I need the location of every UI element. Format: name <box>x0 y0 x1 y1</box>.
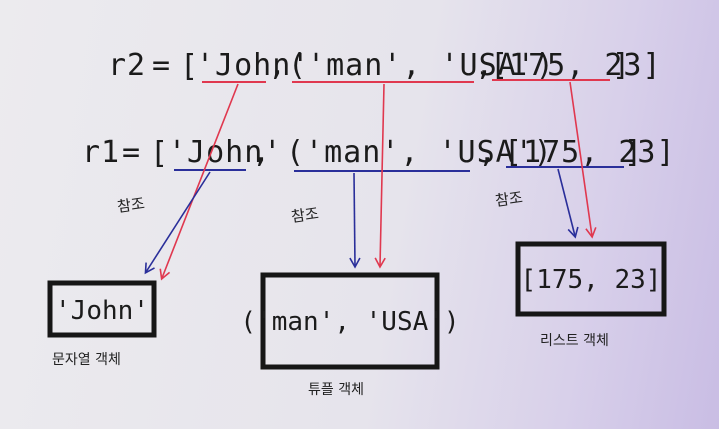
string-object-caption: 문자열 객체 <box>52 352 121 368</box>
tuple-object-caption: 튜플 객체 <box>308 382 364 398</box>
r1-name: r1 <box>82 135 120 170</box>
list-object-box <box>515 241 667 317</box>
string-object-value: 'John' <box>55 296 149 326</box>
r2-open-bracket: [ <box>180 49 199 84</box>
r1-arrow-to-string <box>144 171 211 275</box>
list-object-value: [175, 23] <box>521 265 662 295</box>
r2-expression: r2 = [ 'John' , ('man', 'USA') , [175, 2… <box>108 48 662 84</box>
list-object: [175, 23] 리스트 객체 <box>515 241 667 349</box>
ref-label-string: 참조 <box>116 194 146 216</box>
tuple-object-value: ('man', 'USA') <box>240 307 459 337</box>
r2-arrow-to-tuple <box>374 83 386 269</box>
tuple-object: ('man', 'USA') 튜플 객체 <box>240 272 460 398</box>
r1-arrow-to-list <box>557 168 579 239</box>
string-object: 'John' 문자열 객체 <box>47 280 157 368</box>
r1-equals: = <box>122 135 141 170</box>
r2-item-list: [175, 23] <box>490 48 662 83</box>
r1-item-tuple: ('man', 'USA') <box>286 135 553 170</box>
r2-comma-2: , <box>475 48 494 83</box>
r1-close-bracket: ] <box>624 135 643 170</box>
r1-item-string: 'John' <box>168 135 282 170</box>
r2-item-string: 'John' <box>196 48 310 83</box>
tuple-object-box <box>260 272 440 370</box>
ref-label-list: 참조 <box>494 188 524 210</box>
r2-arrow-to-string <box>159 83 239 281</box>
r1-comma-2: , <box>478 135 497 170</box>
r2-equals: = <box>152 48 171 83</box>
r2-name: r2 <box>108 48 146 83</box>
r1-reference-arrows <box>144 168 579 275</box>
r1-arrow-to-tuple <box>349 172 361 269</box>
r1-comma-1: , <box>252 135 271 170</box>
list-object-caption: 리스트 객체 <box>540 333 609 349</box>
r1-expression: r1 = [ 'John' , ('man', 'USA') , [175, 2… <box>82 135 676 172</box>
ref-label-tuple: 참조 <box>290 204 320 226</box>
r2-reference-arrows <box>159 81 597 281</box>
r2-close-bracket: ] <box>612 48 631 83</box>
r2-comma-1: , <box>268 48 287 83</box>
r1-open-bracket: [ <box>150 136 169 171</box>
r1-item-list: [175, 23] <box>504 135 676 170</box>
string-object-box <box>47 280 157 338</box>
r2-item-tuple: ('man', 'USA') <box>288 48 555 83</box>
r2-arrow-to-list <box>569 81 597 239</box>
